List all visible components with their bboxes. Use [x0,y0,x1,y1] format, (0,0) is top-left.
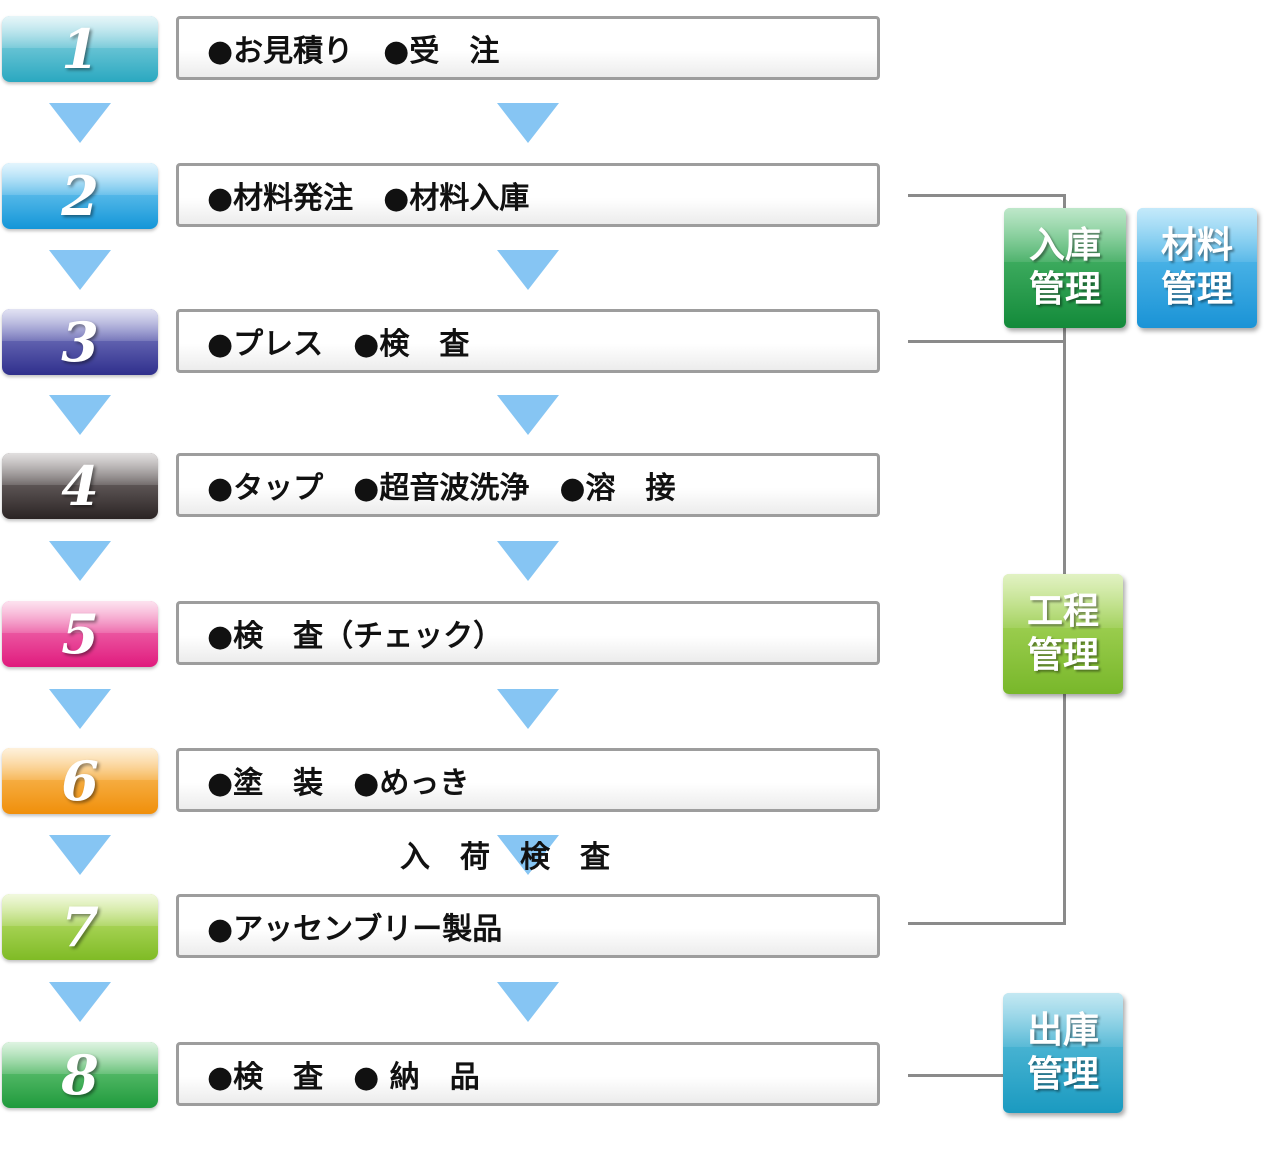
step-6-box: ●塗 装 ●めっき [176,748,880,812]
step-3-box: ●プレス ●検 査 [176,309,880,373]
warehouse-receiving-management-box: 入庫 管理 [1004,208,1126,328]
arrow-down-icon [497,835,559,875]
step-2-box: ●材料発注 ●材料入庫 [176,163,880,227]
step-6-number: 6 [61,749,99,813]
step-5-badge: 5 [2,601,158,667]
arrow-down-icon [497,541,559,581]
connector-line-step3 [908,340,1066,343]
arrow-down-icon [497,250,559,290]
step-3-badge: 3 [2,309,158,375]
step-1-badge: 1 [2,16,158,82]
shipping-management-box: 出庫 管理 [1003,993,1123,1113]
step-1-number: 1 [61,17,99,81]
material-management-box: 材料 管理 [1137,208,1257,328]
arrow-down-icon [49,982,111,1022]
incoming-inspection-label: 入 荷 検 査 [400,840,610,875]
arrow-down-icon [497,982,559,1022]
step-8-badge: 8 [2,1042,158,1108]
connector-line-vertical [1063,194,1066,925]
material-management-label: 材料 管理 [1160,225,1233,310]
step-4-box: ●タップ ●超音波洗浄 ●溶 接 [176,453,880,517]
step-6-badge: 6 [2,748,158,814]
arrow-down-icon [49,541,111,581]
arrow-down-icon [49,250,111,290]
arrow-down-icon [49,103,111,143]
warehouse-receiving-management-label: 入庫 管理 [1028,225,1101,310]
process-management-label: 工程 管理 [1026,591,1099,676]
step-2-badge: 2 [2,163,158,229]
step-1-box: ●お見積り ●受 注 [176,16,880,80]
step-5-box: ●検 査（チェック） [176,601,880,665]
step-7-number: 7 [61,895,99,959]
arrow-down-icon [49,689,111,729]
connector-line-step8 [908,1074,1008,1077]
arrow-down-icon [49,395,111,435]
arrow-down-icon [497,395,559,435]
shipping-management-label: 出庫 管理 [1026,1010,1099,1095]
step-7-box: ●アッセンブリー製品 [176,894,880,958]
connector-line-step7 [908,922,1066,925]
step-8-number: 8 [61,1043,99,1107]
step-7-badge: 7 [2,894,158,960]
step-2-number: 2 [61,164,99,228]
arrow-down-icon [497,689,559,729]
step-8-box: ●検 査 ● 納 品 [176,1042,880,1106]
arrow-down-icon [49,835,111,875]
step-4-number: 4 [61,454,99,518]
step-5-number: 5 [61,602,99,666]
step-3-number: 3 [61,310,99,374]
arrow-down-icon [497,103,559,143]
process-management-box: 工程 管理 [1003,574,1123,694]
connector-line-step2 [908,194,1066,197]
step-4-badge: 4 [2,453,158,519]
